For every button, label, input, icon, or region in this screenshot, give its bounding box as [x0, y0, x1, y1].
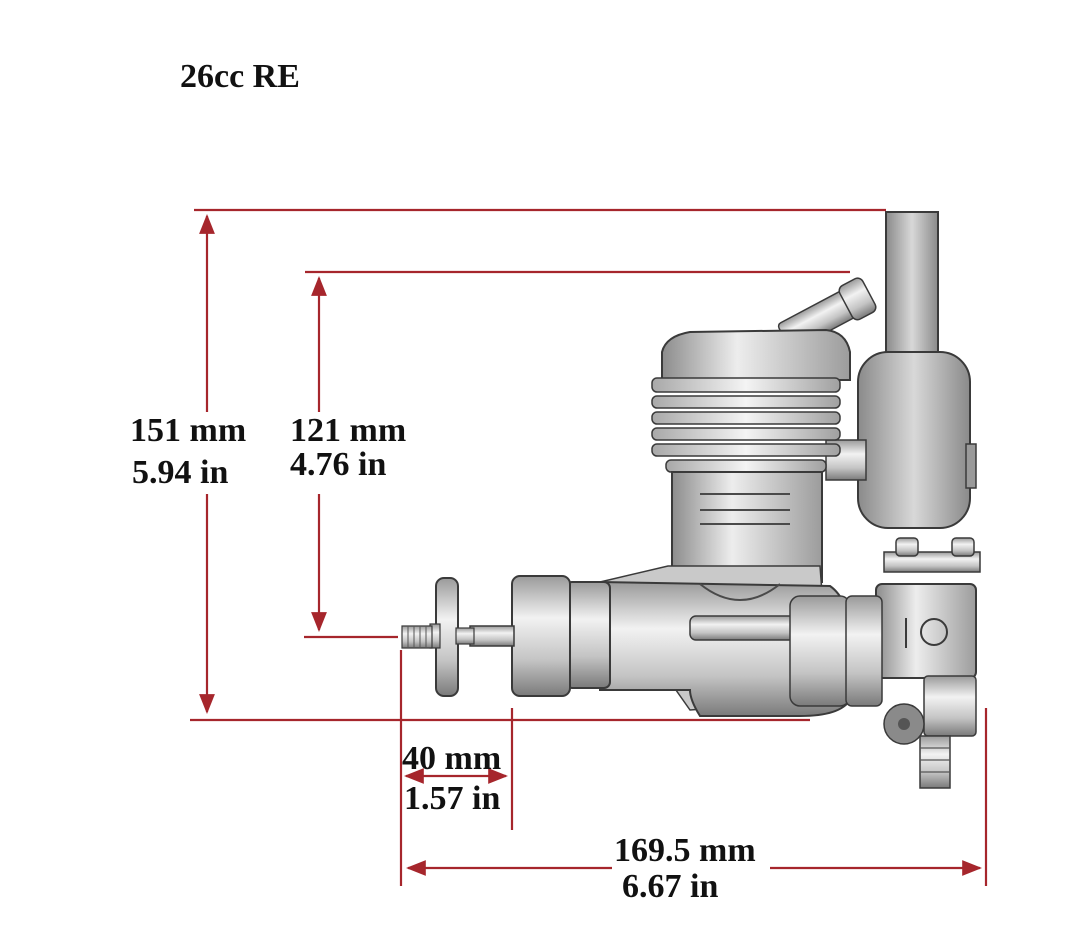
label-overall-length-in: 6.67 in [622, 868, 719, 905]
prop-shaft [469, 625, 515, 647]
drive-hub [511, 575, 571, 697]
drawing-title: 26cc RE [180, 58, 300, 95]
cylinder-body [671, 471, 823, 583]
exhaust-pipe [885, 211, 939, 363]
muffler [857, 351, 971, 529]
label-prop-height-in: 4.76 in [288, 446, 389, 483]
engine-illustration [401, 211, 981, 789]
label-shaft-length-in: 1.57 in [404, 780, 501, 817]
label-overall-height-in: 5.94 in [130, 454, 231, 491]
dimension-lines [190, 208, 988, 886]
label-overall-length-mm: 169.5 mm [614, 832, 756, 869]
label-shaft-length-mm: 40 mm [402, 740, 502, 777]
label-prop-height-mm: 121 mm [288, 412, 409, 449]
cylinder-head [661, 328, 851, 381]
carburetor [875, 537, 981, 789]
cylinder-fins [651, 377, 841, 473]
front-housing [565, 581, 611, 689]
label-overall-height-mm: 151 mm [128, 412, 249, 449]
threaded-shaft [401, 623, 475, 649]
